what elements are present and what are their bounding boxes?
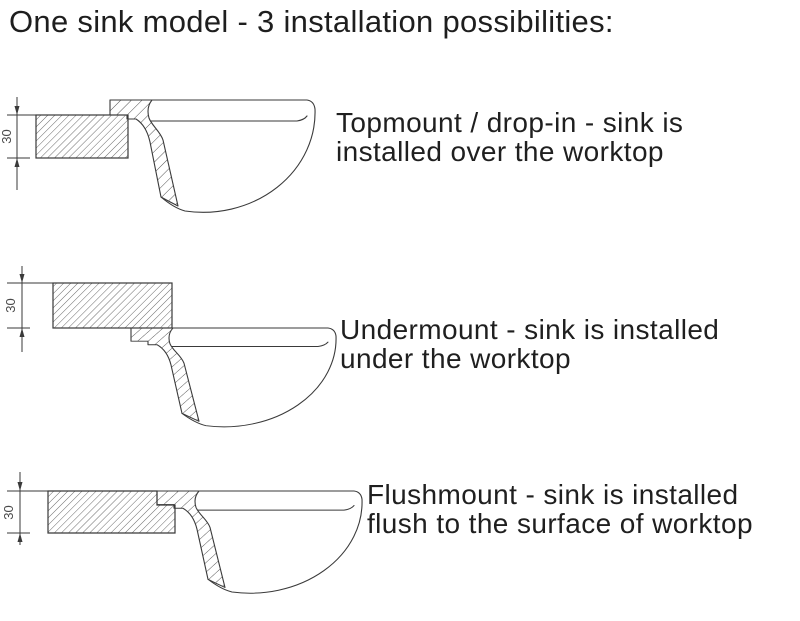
arrow-down-icon bbox=[14, 106, 20, 115]
caption-line: Undermount - sink is installed bbox=[340, 314, 720, 345]
undermount-caption: Undermount - sink is installed under the… bbox=[340, 315, 719, 373]
topmount-diagram: 30 bbox=[0, 97, 316, 213]
worktop-section bbox=[52, 282, 173, 329]
caption-line: installed over the worktop bbox=[336, 136, 664, 167]
flushmount-diagram: 30 bbox=[1, 472, 363, 594]
sink-section bbox=[130, 327, 337, 428]
dimension-annotation: 30 bbox=[3, 266, 55, 352]
caption-line: Topmount / drop-in - sink is bbox=[336, 107, 684, 138]
arrow-up-icon bbox=[19, 328, 25, 337]
dimension-annotation: 30 bbox=[1, 472, 50, 545]
sink-section bbox=[109, 99, 316, 213]
worktop-section bbox=[47, 490, 176, 534]
page-title: One sink model - 3 installation possibil… bbox=[9, 4, 614, 39]
topmount-caption: Topmount / drop-in - sink is installed o… bbox=[336, 108, 683, 166]
arrow-down-icon bbox=[19, 274, 25, 283]
dimension-value: 30 bbox=[3, 298, 18, 312]
worktop-section bbox=[35, 114, 129, 159]
undermount-diagram: 30 bbox=[3, 266, 337, 428]
flushmount-caption: Flushmount - sink is installed flush to … bbox=[367, 480, 753, 538]
caption-line: Flushmount - sink is installed bbox=[367, 479, 739, 510]
caption-line: under the worktop bbox=[340, 343, 571, 374]
sink-section bbox=[156, 490, 363, 594]
caption-line: flush to the surface of worktop bbox=[367, 508, 753, 539]
arrow-up-icon bbox=[17, 533, 23, 542]
arrow-down-icon bbox=[17, 482, 23, 491]
arrow-up-icon bbox=[14, 158, 20, 167]
dimension-value: 30 bbox=[1, 505, 16, 519]
dimension-value: 30 bbox=[0, 129, 14, 143]
dimension-annotation: 30 bbox=[0, 97, 38, 190]
